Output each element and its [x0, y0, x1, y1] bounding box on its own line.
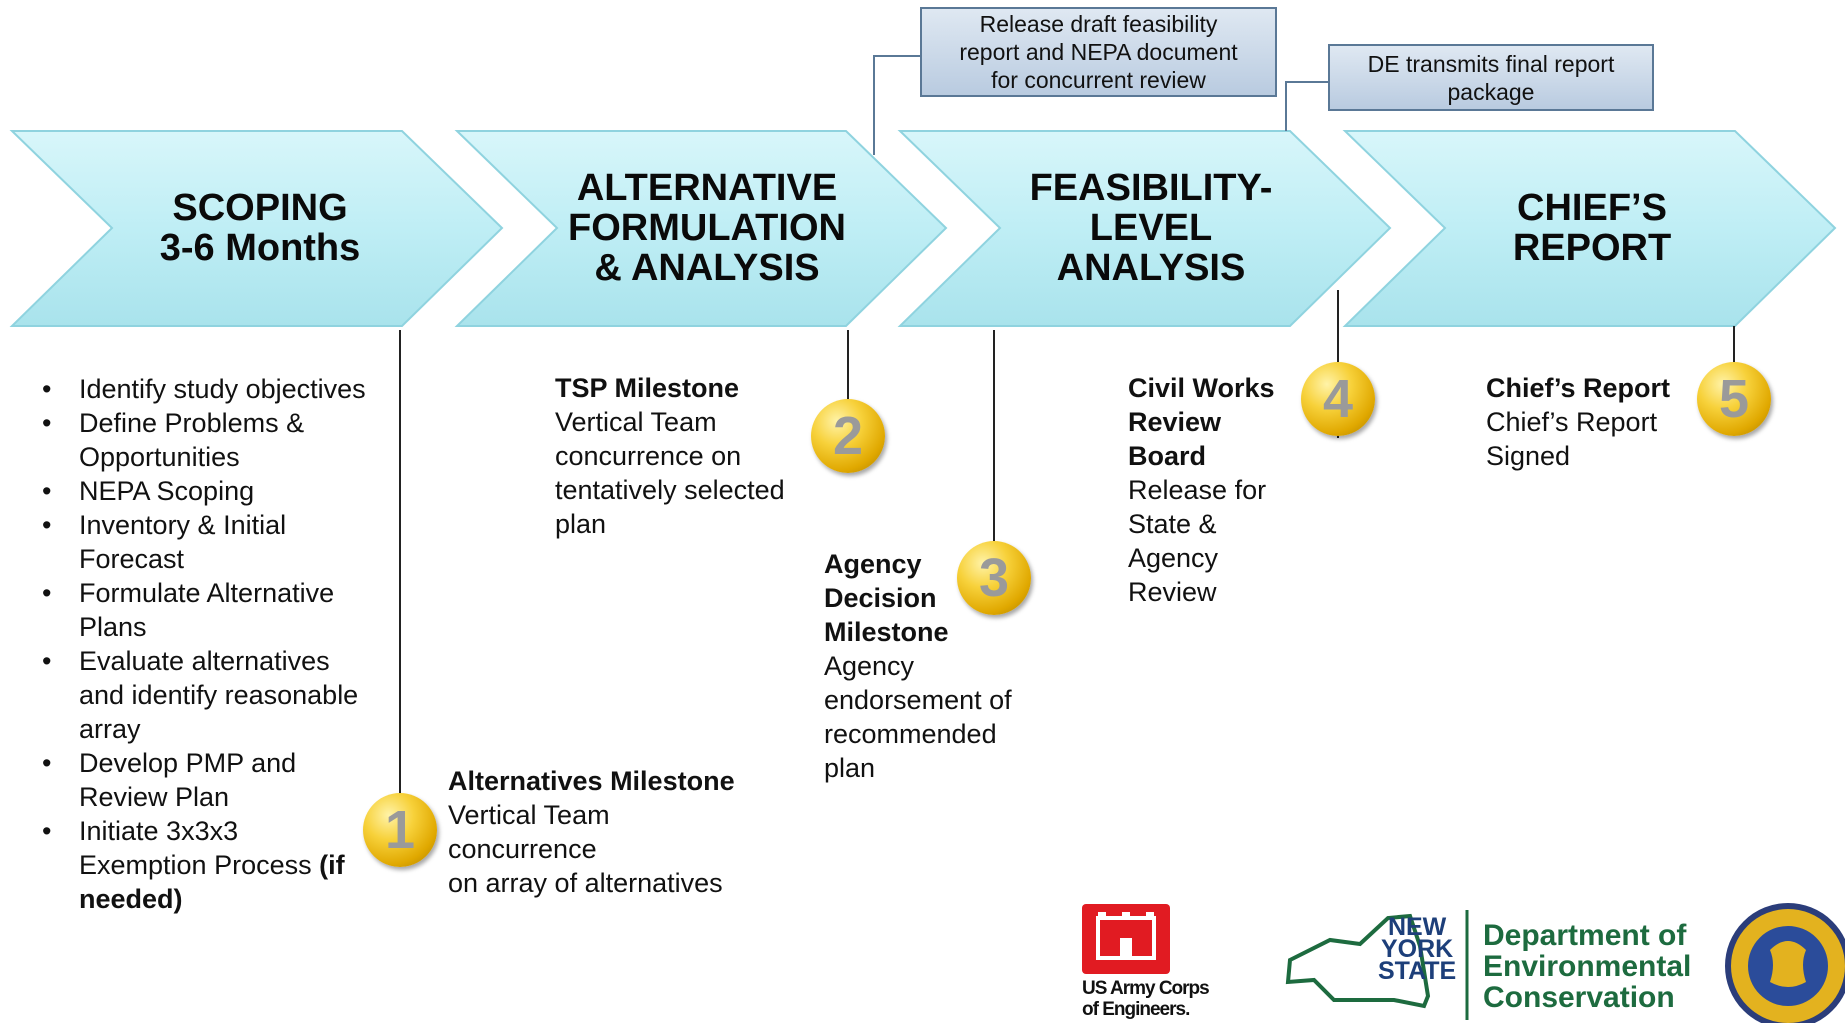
milestone-2-badge: 2 [811, 399, 885, 473]
milestone-5-text: Chief’s Report Chief’s Report Signed [1486, 371, 1706, 473]
list-item: Identify study objectives [42, 372, 372, 406]
list-item: Define Problems & Opportunities [42, 406, 372, 474]
milestone-5-badge: 5 [1697, 362, 1771, 436]
chevron-stage-2 [454, 130, 948, 327]
milestone-4-text: Civil Works Review Board Release for Sta… [1128, 371, 1308, 609]
milestone-4-badge: 4 [1301, 362, 1375, 436]
stage-title-scoping: SCOPING 3-6 Months [159, 187, 361, 269]
milestone-2-body: Vertical Team concurrence on tentatively… [555, 407, 785, 539]
new-york-state-outline-logo [1285, 913, 1431, 1009]
milestone-5-title: Chief’s Report [1486, 373, 1671, 403]
list-item: NEPA Scoping [42, 474, 372, 508]
usace-logo-text: US Army Corps of Engineers. [1082, 978, 1210, 1020]
stage-title-feasibility-level: FEASIBILITY- LEVEL ANALYSIS [1029, 167, 1273, 289]
chevron-stage-3 [897, 130, 1392, 327]
milestone-1-badge: 1 [363, 793, 437, 867]
new-york-state-logo-text: NEW YORK STATE [1378, 913, 1457, 985]
castle-icon [1096, 912, 1156, 960]
milestone-4-title: Civil Works Review Board [1128, 373, 1275, 471]
milestone-2-text: TSP Milestone Vertical Team concurrence … [555, 371, 825, 541]
milestone-5-body: Chief’s Report Signed [1486, 407, 1658, 471]
callout-de-transmits-final-report: DE transmits final report package [1328, 44, 1654, 111]
nassau-county-seal-logo [1725, 903, 1845, 1023]
milestone-3-badge: 3 [957, 541, 1031, 615]
list-item: Initiate 3x3x3 Exemption Process (if nee… [42, 814, 372, 916]
milestone-4-body: Release for State & Agency Review [1128, 475, 1267, 607]
callout-connector-2 [1285, 81, 1330, 131]
milestone-3-title: Agency Decision Milestone [824, 549, 949, 647]
milestone-3-text: Agency Decision Milestone Agency endorse… [824, 547, 1044, 785]
list-item-note: (if needed) [79, 850, 345, 914]
stage-title-alternative-formulation: ALTERNATIVE FORMULATION & ANALYSIS [568, 167, 846, 289]
list-item: Inventory & Initial Forecast [42, 508, 372, 576]
callout-release-draft-report: Release draft feasibility report and NEP… [920, 7, 1277, 97]
list-item: Evaluate alternatives and identify reaso… [42, 644, 372, 746]
milestone-1-body: Vertical Team concurrence on array of al… [448, 800, 723, 898]
stage-title-chiefs-report: CHIEF’S REPORT [1512, 187, 1672, 269]
milestone-3-body: Agency endorsement of recommended plan [824, 651, 1012, 783]
milestone-2-title: TSP Milestone [555, 373, 740, 403]
usace-castle-logo [1082, 904, 1170, 974]
list-item: Formulate Alternative Plans [42, 576, 372, 644]
dec-logo-text: Department of Environmental Conservation [1483, 919, 1692, 1014]
callout-connector-1 [873, 55, 920, 155]
list-item: Develop PMP and Review Plan [42, 746, 372, 814]
scoping-task-list: Identify study objectives Define Problem… [42, 372, 372, 916]
milestone-1-title: Alternatives Milestone [448, 766, 735, 796]
chevron-stage-1 [9, 130, 504, 327]
milestone-1-text: Alternatives Milestone Vertical Team con… [448, 764, 778, 900]
